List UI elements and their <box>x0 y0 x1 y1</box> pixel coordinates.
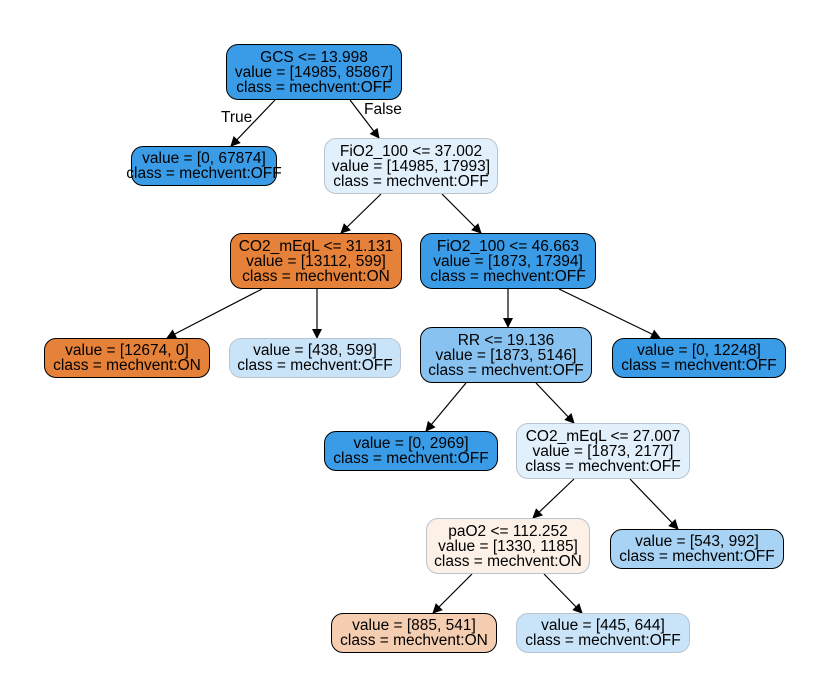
tree-edge <box>425 382 467 432</box>
node-line: value = [14985, 17993] <box>331 157 491 175</box>
true-edge-label: True <box>221 109 253 126</box>
node-line: value = [885, 541] <box>352 617 476 634</box>
node-line: class = mechvent:OFF <box>333 172 489 190</box>
node-line: value = [1873, 2177] <box>532 442 674 460</box>
node-line: value = [1330, 1185] <box>438 537 578 555</box>
node-line: class = mechvent:OFF <box>333 450 489 467</box>
node-line: FiO2_100 <= 46.663 <box>436 237 580 255</box>
node-line: value = [0, 12248] <box>637 342 761 359</box>
node-line: value = [1873, 17394] <box>433 252 583 270</box>
node-line: value = [445, 644] <box>541 617 665 634</box>
node-line: GCS <= 13.998 <box>260 48 368 66</box>
node-line: FiO2_100 <= 37.002 <box>339 142 483 160</box>
tree-node-n1: value = [0, 67874]class = mechvent:OFF <box>126 146 282 186</box>
node-line: class = mechvent:ON <box>340 632 488 649</box>
tree-node-n12: value = [543, 992]class = mechvent:OFF <box>610 529 784 569</box>
node-line: value = [13112, 599] <box>246 252 386 270</box>
node-line: class = mechvent:OFF <box>525 632 681 649</box>
node-line: class = mechvent:OFF <box>525 457 681 475</box>
tree-edge <box>340 193 382 234</box>
node-line: value = [14985, 85867] <box>234 63 394 81</box>
tree-node-n5: value = [438, 599]class = mechvent:OFF <box>229 338 401 378</box>
tree-edge <box>629 478 679 530</box>
node-line: value = [0, 67874] <box>142 150 266 167</box>
node-line: class = mechvent:ON <box>242 267 390 285</box>
tree-edge <box>349 99 380 139</box>
node-line: value = [0, 2969] <box>353 435 469 452</box>
tree-edge <box>432 573 473 614</box>
node-line: class = mechvent:OFF <box>428 361 584 379</box>
tree-node-n14: value = [445, 644]class = mechvent:OFF <box>516 613 690 653</box>
node-line: class = mechvent:OFF <box>430 267 586 285</box>
node-line: class = mechvent:OFF <box>126 165 282 182</box>
node-line: CO2_mEqL <= 27.007 <box>525 427 681 445</box>
tree-node-n9: value = [0, 2969]class = mechvent:OFF <box>324 431 498 471</box>
tree-edge <box>532 478 575 519</box>
node-line: class = mechvent:OFF <box>619 548 775 565</box>
node-line: paO2 <= 112.252 <box>448 522 568 540</box>
node-line: value = [12674, 0] <box>65 342 189 359</box>
node-line: class = mechvent:OFF <box>621 357 777 374</box>
false-edge-label: False <box>364 101 402 118</box>
tree-edge <box>535 382 575 424</box>
node-line: RR <= 19.136 <box>457 331 555 349</box>
node-line: class = mechvent:OFF <box>237 357 393 374</box>
node-line: class = mechvent:ON <box>434 552 582 570</box>
node-line: value = [1873, 5146] <box>435 346 577 364</box>
node-line: value = [438, 599] <box>253 342 377 359</box>
tree-node-n8: value = [0, 12248]class = mechvent:OFF <box>612 338 786 378</box>
node-line: CO2_mEqL <= 31.131 <box>238 237 394 255</box>
node-line: class = mechvent:OFF <box>236 78 392 96</box>
tree-node-n13: value = [885, 541]class = mechvent:ON <box>331 613 497 653</box>
node-line: value = [543, 992] <box>635 533 759 550</box>
tree-edge <box>441 193 482 234</box>
tree-node-n4: value = [12674, 0]class = mechvent:ON <box>44 338 210 378</box>
tree-edge <box>558 288 661 339</box>
node-line: class = mechvent:ON <box>53 357 201 374</box>
tree-edge <box>166 288 263 339</box>
tree-edge <box>543 573 583 614</box>
tree-edge <box>230 99 276 147</box>
